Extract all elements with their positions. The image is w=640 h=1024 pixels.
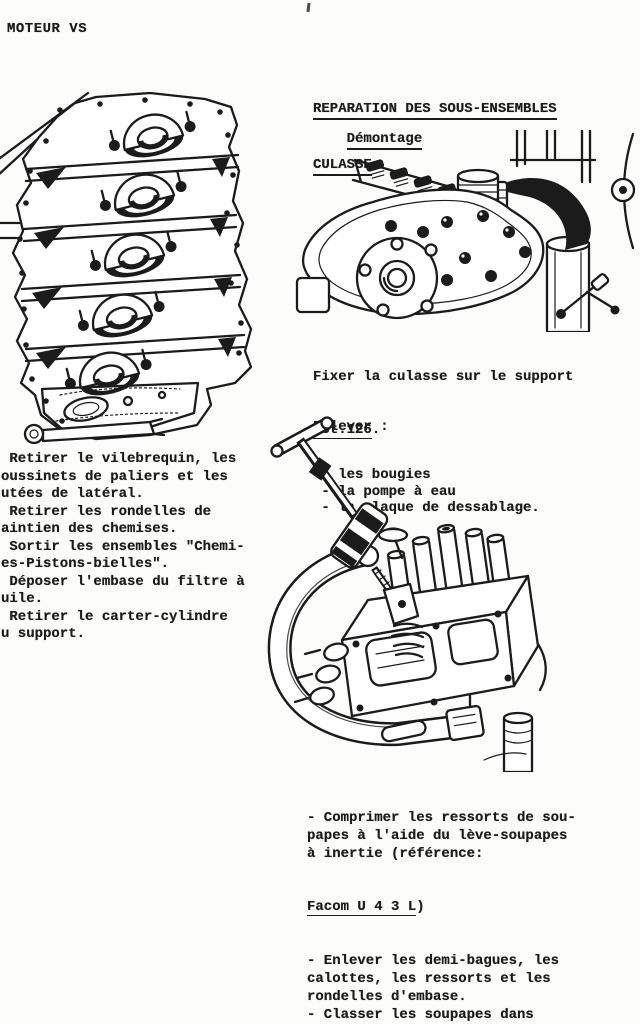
heading-line1: REPARATION DES SOUS-ENSEMBLES [313, 100, 557, 120]
text-line: uile. [1, 591, 44, 607]
text-line: - Classer les soupapes dans [307, 1006, 534, 1023]
text-line: es-Pistons-bielles". [1, 556, 170, 572]
clamp-anvil [445, 704, 485, 742]
tool-ref-facom: Facom U 4 3 L [307, 899, 417, 917]
perimeter-bolt-holes [17, 97, 244, 424]
text-line: Retirer le vilebrequin, les [1, 451, 237, 467]
text-line: utées de latéral. [1, 486, 144, 502]
main-bearing-webs [20, 153, 246, 369]
support-column [545, 235, 591, 334]
bottom-flange [40, 381, 200, 431]
text-line: calottes, les ressorts et les [307, 970, 551, 987]
text-line: rondelles d'embase. [307, 988, 467, 1005]
tool-ref-line: Facom U 4 3 L) [307, 899, 425, 917]
valve [377, 527, 409, 560]
background-studs [509, 128, 597, 184]
valve-spring [390, 622, 425, 659]
scan-artifact [306, 2, 311, 13]
subsection-heading: Démontage [313, 113, 423, 168]
head-face-bolts [385, 210, 531, 286]
text-line: - Comprimer les ressorts de sou- [307, 809, 576, 826]
text-line: Sortir les ensembles "Chemi- [1, 538, 245, 555]
text-line: - Enlever les demi-bagues, les [307, 953, 560, 970]
figure1-caption: Fixer la culasse sur le support Mot.126. [313, 369, 574, 439]
text-line: u support. [1, 626, 86, 642]
figure-spring-compressor [256, 414, 548, 777]
text-line: oussinets de paliers et les [1, 468, 228, 485]
text-line: - la pompe à eau [313, 483, 456, 500]
cylinder-head-block [293, 523, 540, 719]
text-line: aintien des chemises. [1, 521, 178, 537]
cylinder-head-on-support-illustration [295, 128, 636, 334]
crankcase-bottom-view-illustration [0, 91, 253, 445]
text-line: à inertie (référence: [307, 845, 484, 862]
figure-crankcase [0, 83, 268, 456]
inertia-slide-hammer [270, 416, 420, 626]
text-line: Déposer l'embase du filtre à [1, 573, 245, 590]
figure-head-on-support [295, 128, 640, 337]
support-fixture [483, 642, 547, 774]
text-line: Retirer le carter-cylindre [1, 608, 228, 625]
procedure-compress-springs: - Comprimer les ressorts de sou-papes à … [307, 774, 576, 1024]
water-pump-flange [295, 236, 439, 320]
page-header-label: MOTEUR VS [7, 21, 88, 37]
clamp-t-handle [556, 273, 620, 319]
rod-at-bottom [23, 417, 166, 445]
text-line: Retirer les rondelles de [1, 503, 212, 520]
text-line: papes à l'aide du lève-soupapes [307, 827, 568, 844]
valve-spring-compressor-illustration [267, 416, 547, 774]
support-clamp-arm [497, 178, 591, 250]
